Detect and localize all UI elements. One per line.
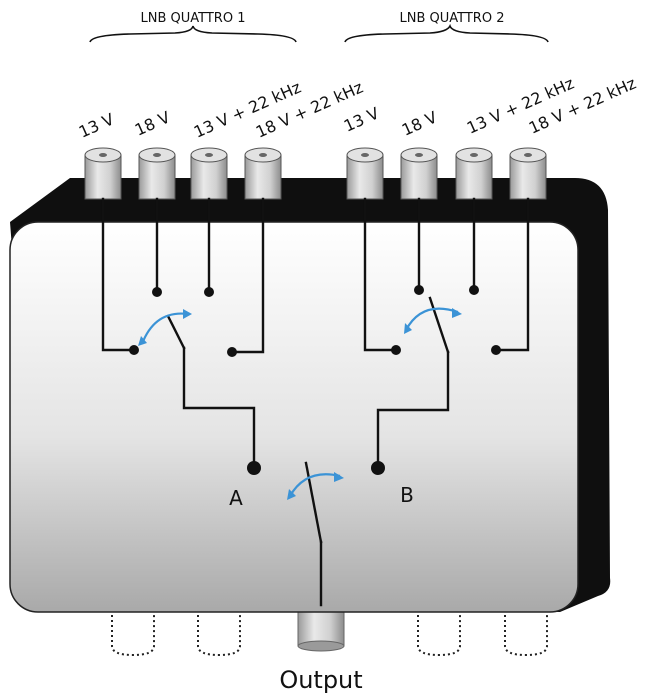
switch-arrow-q1 xyxy=(140,312,189,345)
arrowhead-q1-left xyxy=(138,336,147,346)
housing-front xyxy=(9,221,579,613)
arrowhead-q2-right xyxy=(452,308,462,318)
group-label-lnb-quattro-1: LNB QUATTRO 1 xyxy=(141,11,246,26)
input-connector-q2-18v xyxy=(400,147,438,200)
contact-q2-18v-22khz xyxy=(491,345,501,355)
input-connectors xyxy=(84,147,547,200)
output-label: Output xyxy=(279,666,362,694)
brace-lnb-quattro-2 xyxy=(344,23,549,43)
input-connector-q1-18v xyxy=(138,147,176,200)
contact-q1-18v-22khz xyxy=(227,347,237,357)
input-connector-q2-13v-22khz xyxy=(455,147,493,200)
switch-arm-main xyxy=(304,461,323,544)
port-label-q1-18v: 18 V xyxy=(132,107,173,139)
arrowhead-q2-left xyxy=(404,323,412,334)
wire-q1-to-a xyxy=(182,346,256,470)
wiring-quattro-2 xyxy=(363,197,530,470)
wire-q1-13v xyxy=(101,197,136,352)
contact-q2-13v-22khz xyxy=(469,285,479,295)
arrowhead-main-left xyxy=(287,489,296,500)
main-switch xyxy=(247,461,385,607)
unused-output-2 xyxy=(197,605,241,657)
switch-arm-q1 xyxy=(166,314,186,350)
contact-q1-13v xyxy=(129,345,139,355)
port-label-q2-18v: 18 V xyxy=(399,107,440,139)
group-label-lnb-quattro-2: LNB QUATTRO 2 xyxy=(400,11,505,26)
input-connector-q2-13v xyxy=(346,147,384,200)
arrowhead-main-right xyxy=(334,472,344,482)
port-label-q1-13v: 13 V xyxy=(76,109,117,141)
node-label-b: B xyxy=(400,483,414,507)
input-connector-q1-13v xyxy=(84,147,122,200)
wire-q2-18v-22khz xyxy=(494,197,530,352)
brace-lnb-quattro-1 xyxy=(89,25,297,43)
unused-outputs xyxy=(111,605,548,657)
wire-q2-13v xyxy=(363,197,398,352)
contact-b xyxy=(371,461,385,475)
input-connector-q1-18v-22khz xyxy=(244,147,282,200)
contact-q2-13v xyxy=(391,345,401,355)
contact-q1-13v-22khz xyxy=(204,287,214,297)
unused-output-4 xyxy=(504,605,548,657)
wire-q2-to-b xyxy=(376,350,450,470)
node-label-a: A xyxy=(229,486,243,510)
input-connector-q2-18v-22khz xyxy=(509,147,547,200)
contact-a xyxy=(247,461,261,475)
switch-arm-q2 xyxy=(428,296,450,354)
input-connector-q1-13v-22khz xyxy=(190,147,228,200)
unused-output-3 xyxy=(417,605,461,657)
wiring-quattro-1 xyxy=(101,197,265,470)
contact-q2-18v xyxy=(414,285,424,295)
switch-arrow-q2 xyxy=(405,307,459,331)
port-label-q2-13v: 13 V xyxy=(341,103,382,135)
arrowhead-q1-right xyxy=(183,309,192,319)
unused-output-1 xyxy=(111,605,155,657)
contact-q1-18v xyxy=(152,287,162,297)
wire-q1-18v-22khz xyxy=(230,197,265,354)
